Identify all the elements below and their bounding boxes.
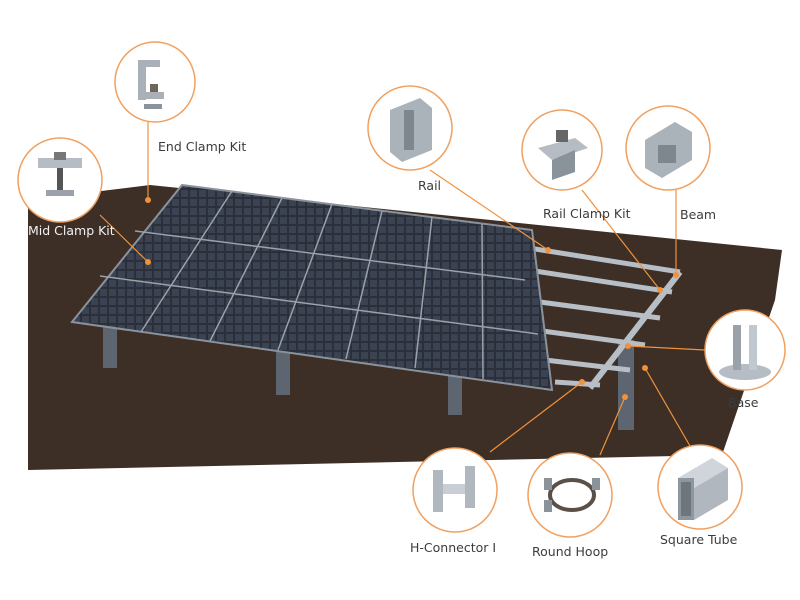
rail-icon [390, 98, 432, 162]
label-mid-clamp-kit: Mid Clamp Kit [28, 223, 115, 238]
label-round-hoop: Round Hoop [532, 544, 609, 559]
mid-clamp-icon [38, 152, 82, 196]
round-hoop-icon [544, 478, 600, 512]
label-h-connector: H-Connector I [410, 540, 497, 555]
h-connector-icon [433, 466, 475, 512]
label-base: Base [728, 395, 759, 410]
callout-dots [145, 197, 679, 400]
label-rail: Rail [418, 178, 442, 193]
label-rail-clamp-kit: Rail Clamp Kit [543, 206, 631, 221]
base-icon [719, 325, 771, 380]
label-end-clamp-kit: End Clamp Kit [158, 139, 247, 154]
panel-grid [99, 190, 539, 380]
leader-lines [99, 122, 706, 456]
label-square-tube: Square Tube [660, 532, 738, 547]
end-clamp-icon [138, 60, 164, 109]
rail-clamp-icon [538, 130, 588, 180]
label-beam: Beam [680, 207, 717, 222]
end-clamp-circle [114, 41, 196, 123]
square-tube-icon [678, 458, 728, 520]
solar-panel-array [70, 183, 554, 392]
rails [509, 242, 683, 390]
round-hoop-circle [527, 452, 613, 538]
beam-icon [645, 122, 692, 178]
